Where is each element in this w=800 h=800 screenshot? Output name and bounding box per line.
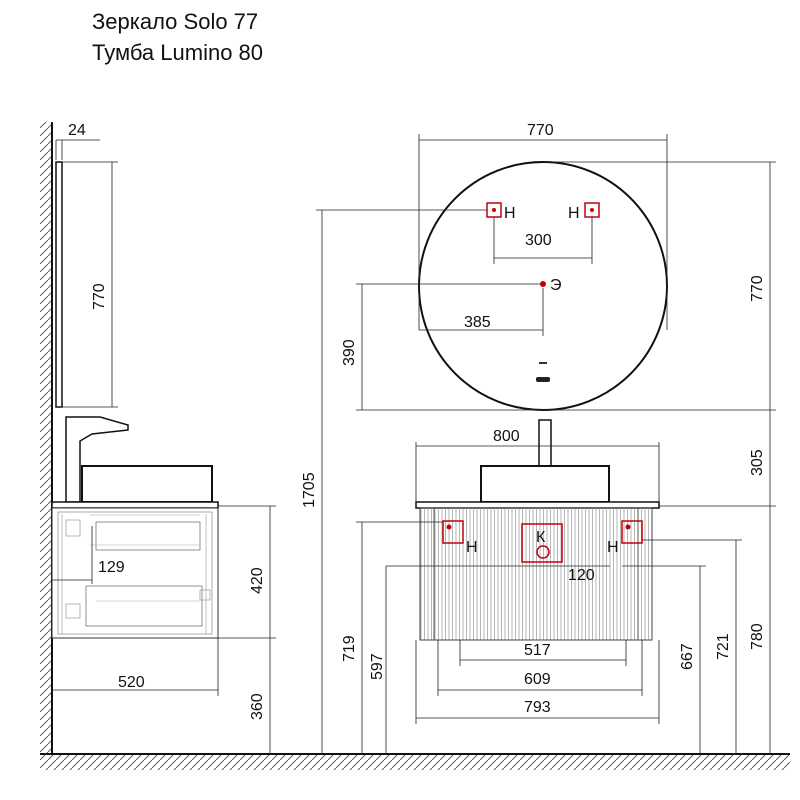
- dim-mirror-width: 770: [527, 122, 554, 139]
- hook-mark-right: Н: [568, 205, 580, 222]
- faucet-side: [65, 416, 129, 503]
- dim-socket-offset-x: 385: [464, 314, 491, 331]
- dim-mirror-height: 770: [749, 275, 766, 302]
- title-block: Зеркало Solo 77 Тумба Lumino 80: [92, 6, 263, 68]
- dim-hole-517: 517: [524, 642, 551, 659]
- dim-height-780: 780: [749, 623, 766, 650]
- dim-cabinet-depth: 520: [118, 674, 145, 691]
- basin-front: [480, 465, 610, 503]
- cabinet-side: [51, 507, 219, 639]
- dim-drain-offset: 120: [568, 567, 595, 584]
- water-inlet-left: Н: [442, 520, 478, 556]
- dim-cabinet-floor-height: 360: [249, 693, 266, 720]
- dim-body-width: 793: [524, 699, 551, 716]
- dim-hole-609: 609: [524, 671, 551, 688]
- dim-mirror-top-height: 1705: [301, 472, 318, 508]
- socket-mark: Э: [550, 277, 562, 294]
- cabinet-front: [419, 507, 653, 641]
- dim-mirror-thickness: 24: [68, 122, 86, 139]
- sewer-outlet: К: [521, 523, 563, 563]
- sewer-mark: К: [536, 529, 546, 546]
- dim-gap-mirror-top: 305: [749, 449, 766, 476]
- dim-height-597: 597: [369, 653, 386, 680]
- floor-hatch: [40, 754, 790, 770]
- dim-hook-spacing: 300: [525, 232, 552, 249]
- inlet-mark-right: Н: [607, 539, 619, 556]
- dim-socket-height: 390: [341, 339, 358, 366]
- dim-top-width: 800: [493, 428, 520, 445]
- faucet-front: [538, 419, 552, 467]
- dim-cabinet-depth-offset: 129: [98, 559, 125, 576]
- dim-cabinet-height: 420: [249, 567, 266, 594]
- inlet-mark-left: Н: [466, 539, 478, 556]
- socket-point: Э: [540, 277, 562, 294]
- cabinet-model-title: Тумба Lumino 80: [92, 40, 264, 65]
- countertop-side: [51, 501, 219, 509]
- wall-hatch: [40, 122, 52, 754]
- front-view: 770 770 Н Н 300 Э 385: [301, 122, 776, 754]
- mirror-side-profile: [55, 161, 63, 408]
- dim-mirror-height-side: 770: [91, 283, 108, 310]
- dim-height-721: 721: [715, 633, 732, 660]
- water-inlet-right: Н: [607, 520, 643, 556]
- side-view: 24 770 129 420 520: [40, 122, 790, 770]
- hook-mark-left: Н: [504, 205, 516, 222]
- dim-height-667: 667: [679, 643, 696, 670]
- basin-side: [81, 465, 213, 503]
- dim-height-719: 719: [341, 635, 358, 662]
- countertop-front: [415, 501, 660, 509]
- mirror-model-title: Зеркало Solo 77: [92, 9, 259, 34]
- mirror-touch-sensor: [536, 362, 550, 382]
